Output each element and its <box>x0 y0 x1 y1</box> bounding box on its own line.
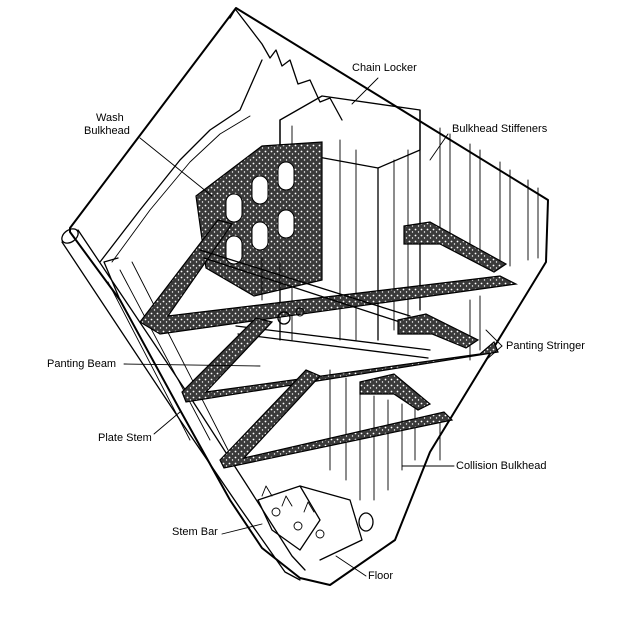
leader-plate-stem <box>153 411 181 435</box>
leader-floor <box>335 555 367 577</box>
plate-stem-lines <box>107 261 229 451</box>
leader-bulkhead-stiffeners <box>429 133 449 161</box>
label-chain-locker: Chain Locker <box>352 62 417 74</box>
wash-bulkhead <box>195 141 323 297</box>
label-stem-bar: Stem Bar <box>172 526 218 538</box>
leader-wash-bulkhead <box>139 137 213 197</box>
leader-panting-stringer-2 <box>485 345 503 361</box>
label-panting-beam: Panting Beam <box>47 358 117 370</box>
upper-panting-stringer <box>139 219 518 335</box>
label-wash-line1: Wash <box>96 112 124 124</box>
hull-outline <box>69 7 549 586</box>
stem-bar-pipe <box>61 228 306 581</box>
leader-panting-beam <box>123 363 261 367</box>
label-bulkhead-stiffeners: Bulkhead Stiffeners <box>452 123 548 135</box>
label-collision-bulkhead: Collision Bulkhead <box>456 460 547 472</box>
deck-edge <box>99 9 343 263</box>
leader-chain-locker <box>351 77 379 105</box>
side-shell-frames <box>439 127 539 461</box>
collision-bulkhead-stiffeners <box>329 369 416 501</box>
leader-lines <box>123 77 503 577</box>
label-panting-stringer: Panting Stringer <box>506 340 585 352</box>
label-wash-line2: Bulkhead <box>84 125 130 137</box>
floor-plates <box>257 485 374 561</box>
leader-stem-bar <box>221 523 263 535</box>
label-plate-stem: Plate Stem <box>98 432 152 444</box>
middle-panting-stringer <box>181 313 499 403</box>
label-floor: Floor <box>368 570 394 582</box>
panting-beams <box>199 249 431 359</box>
lower-panting-stringer <box>219 369 454 469</box>
leader-panting-stringer-1 <box>485 329 503 347</box>
